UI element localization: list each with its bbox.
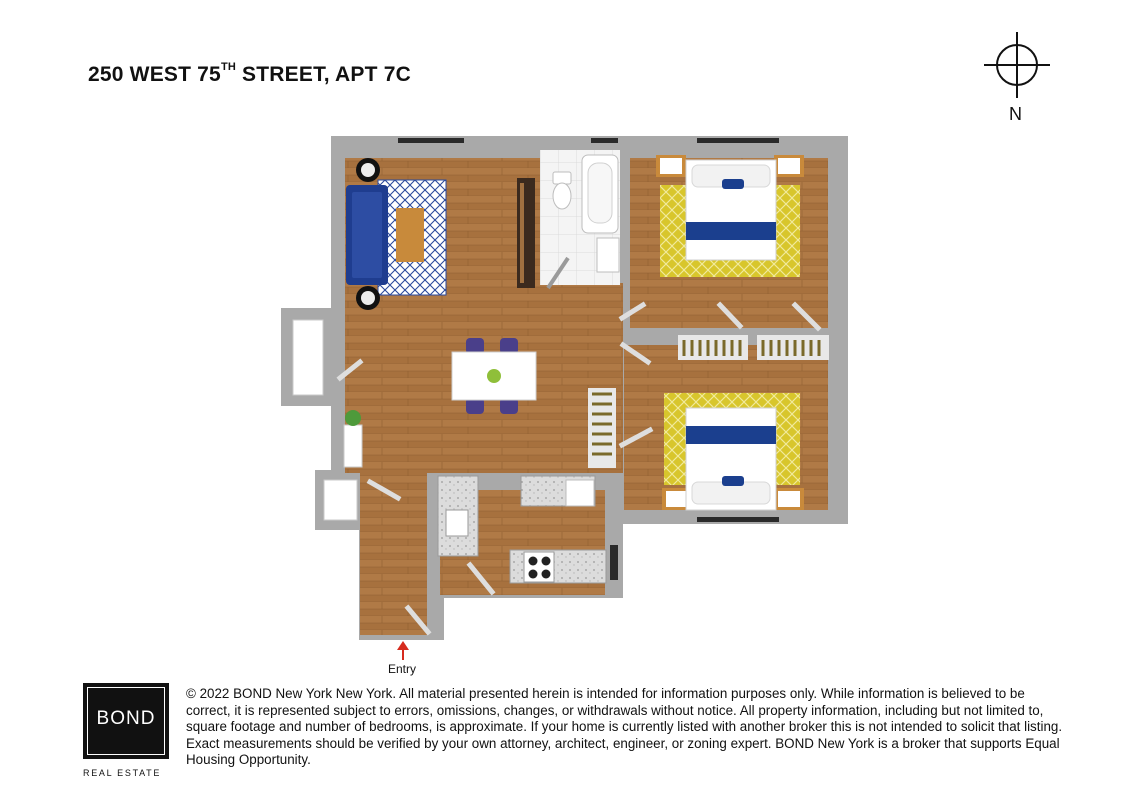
- left-closet: [292, 319, 324, 396]
- bond-logo-frame: [87, 687, 165, 755]
- plant-shelf: [343, 424, 363, 468]
- disclaimer-text: © 2022 BOND New York New York. All mater…: [186, 686, 1063, 767]
- bedroom-2: [662, 393, 804, 511]
- dining-table: [451, 338, 537, 414]
- windows: [398, 138, 779, 522]
- bedroom-1: [656, 155, 804, 277]
- bond-logo: BOND: [83, 683, 169, 759]
- address-main: 250 WEST 75: [88, 63, 221, 86]
- entry-arrow-icon: [397, 641, 409, 660]
- closets: [588, 335, 829, 468]
- bond-logo-subtext: REAL ESTATE: [83, 768, 162, 778]
- doors: [336, 301, 822, 636]
- address-rest: STREET, APT 7C: [236, 63, 411, 86]
- entry-closet: [323, 479, 358, 521]
- compass-north-label: N: [1009, 104, 1022, 124]
- entry-label: Entry: [388, 662, 417, 676]
- bathroom: [540, 150, 620, 290]
- plant-icon: [345, 410, 361, 426]
- kitchen: [437, 475, 618, 584]
- wood-floor: [345, 158, 828, 635]
- bond-logo-text: BOND: [96, 708, 156, 729]
- living-room-furniture: [346, 158, 535, 310]
- north-compass-icon: [984, 32, 1050, 98]
- address-superscript: TH: [220, 61, 237, 73]
- listing-title: 250 WEST 75TH STREET, APT 7C: [88, 61, 411, 87]
